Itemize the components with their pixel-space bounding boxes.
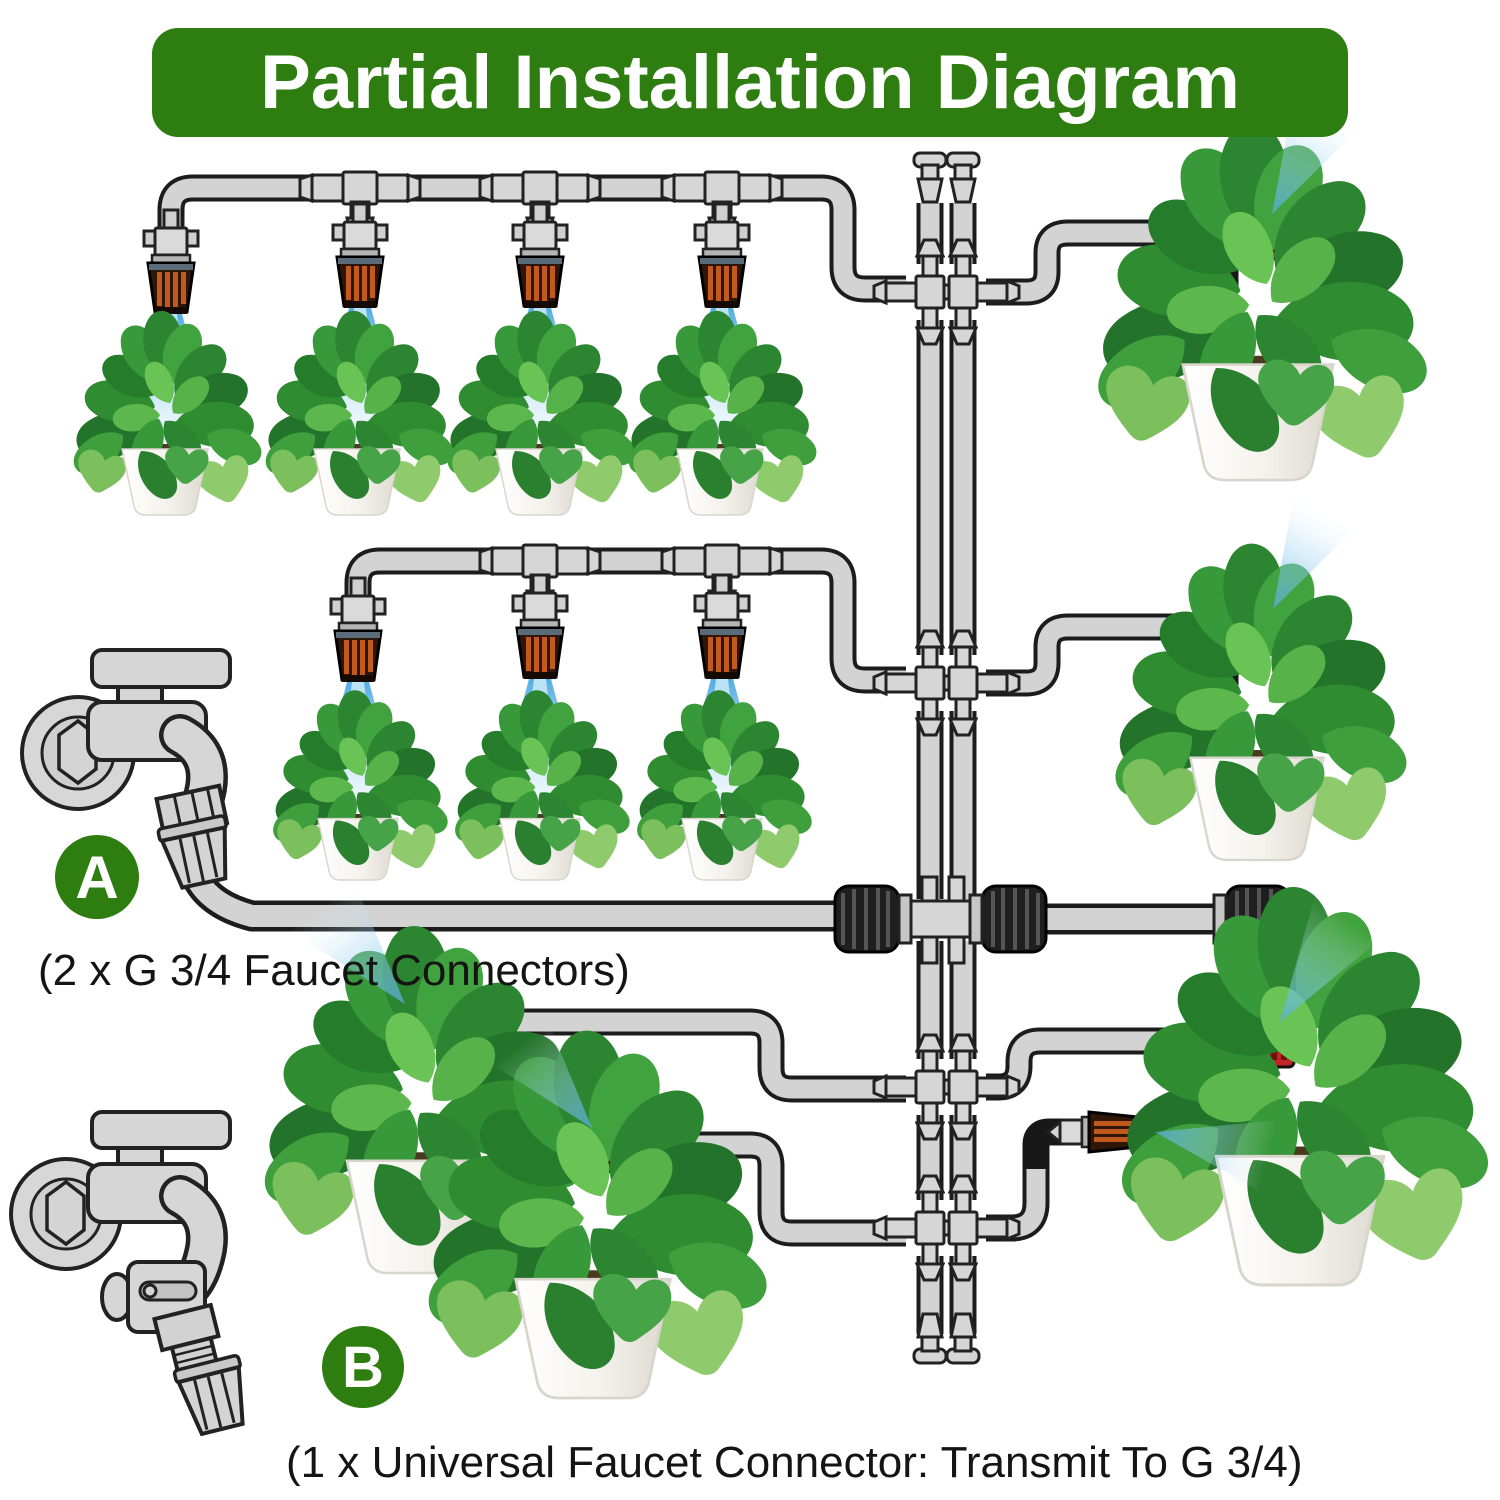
g34-faucet-connector — [833, 884, 913, 954]
end-plug-icon — [912, 151, 948, 204]
potted-plant — [1085, 123, 1437, 480]
misting-nozzle — [142, 208, 200, 316]
potted-plant — [1104, 544, 1415, 860]
manifold-block — [904, 899, 978, 939]
cross-connector — [872, 1033, 1021, 1141]
universal-faucet-connector — [100, 1260, 221, 1374]
caption-b: (1 x Universal Faucet Connector: Transmi… — [286, 1438, 1303, 1487]
g34-adapter-detached — [172, 1354, 245, 1437]
cross-connector — [872, 238, 1021, 346]
g34-faucet-connector — [968, 884, 1048, 954]
title-banner: Partial Installation Diagram — [152, 28, 1348, 137]
misting-nozzle — [693, 202, 751, 310]
cross-connector — [872, 1174, 1021, 1282]
badge-a: A — [55, 835, 139, 919]
hose-connector — [156, 814, 228, 890]
faucet-b-illustration — [9, 1110, 245, 1437]
badge-b: B — [322, 1326, 404, 1408]
misting-nozzle — [693, 573, 751, 681]
misting-nozzle — [331, 202, 389, 310]
cross-connector — [872, 629, 1021, 737]
misting-nozzle — [511, 202, 569, 310]
misting-nozzle — [329, 576, 387, 684]
misting-nozzle — [511, 573, 569, 681]
page-title: Partial Installation Diagram — [260, 40, 1240, 125]
caption-a: (2 x G 3/4 Faucet Connectors) — [38, 946, 630, 995]
faucet-a-illustration — [20, 648, 232, 890]
manifold-barb — [920, 875, 939, 905]
end-plug-icon — [945, 151, 981, 204]
